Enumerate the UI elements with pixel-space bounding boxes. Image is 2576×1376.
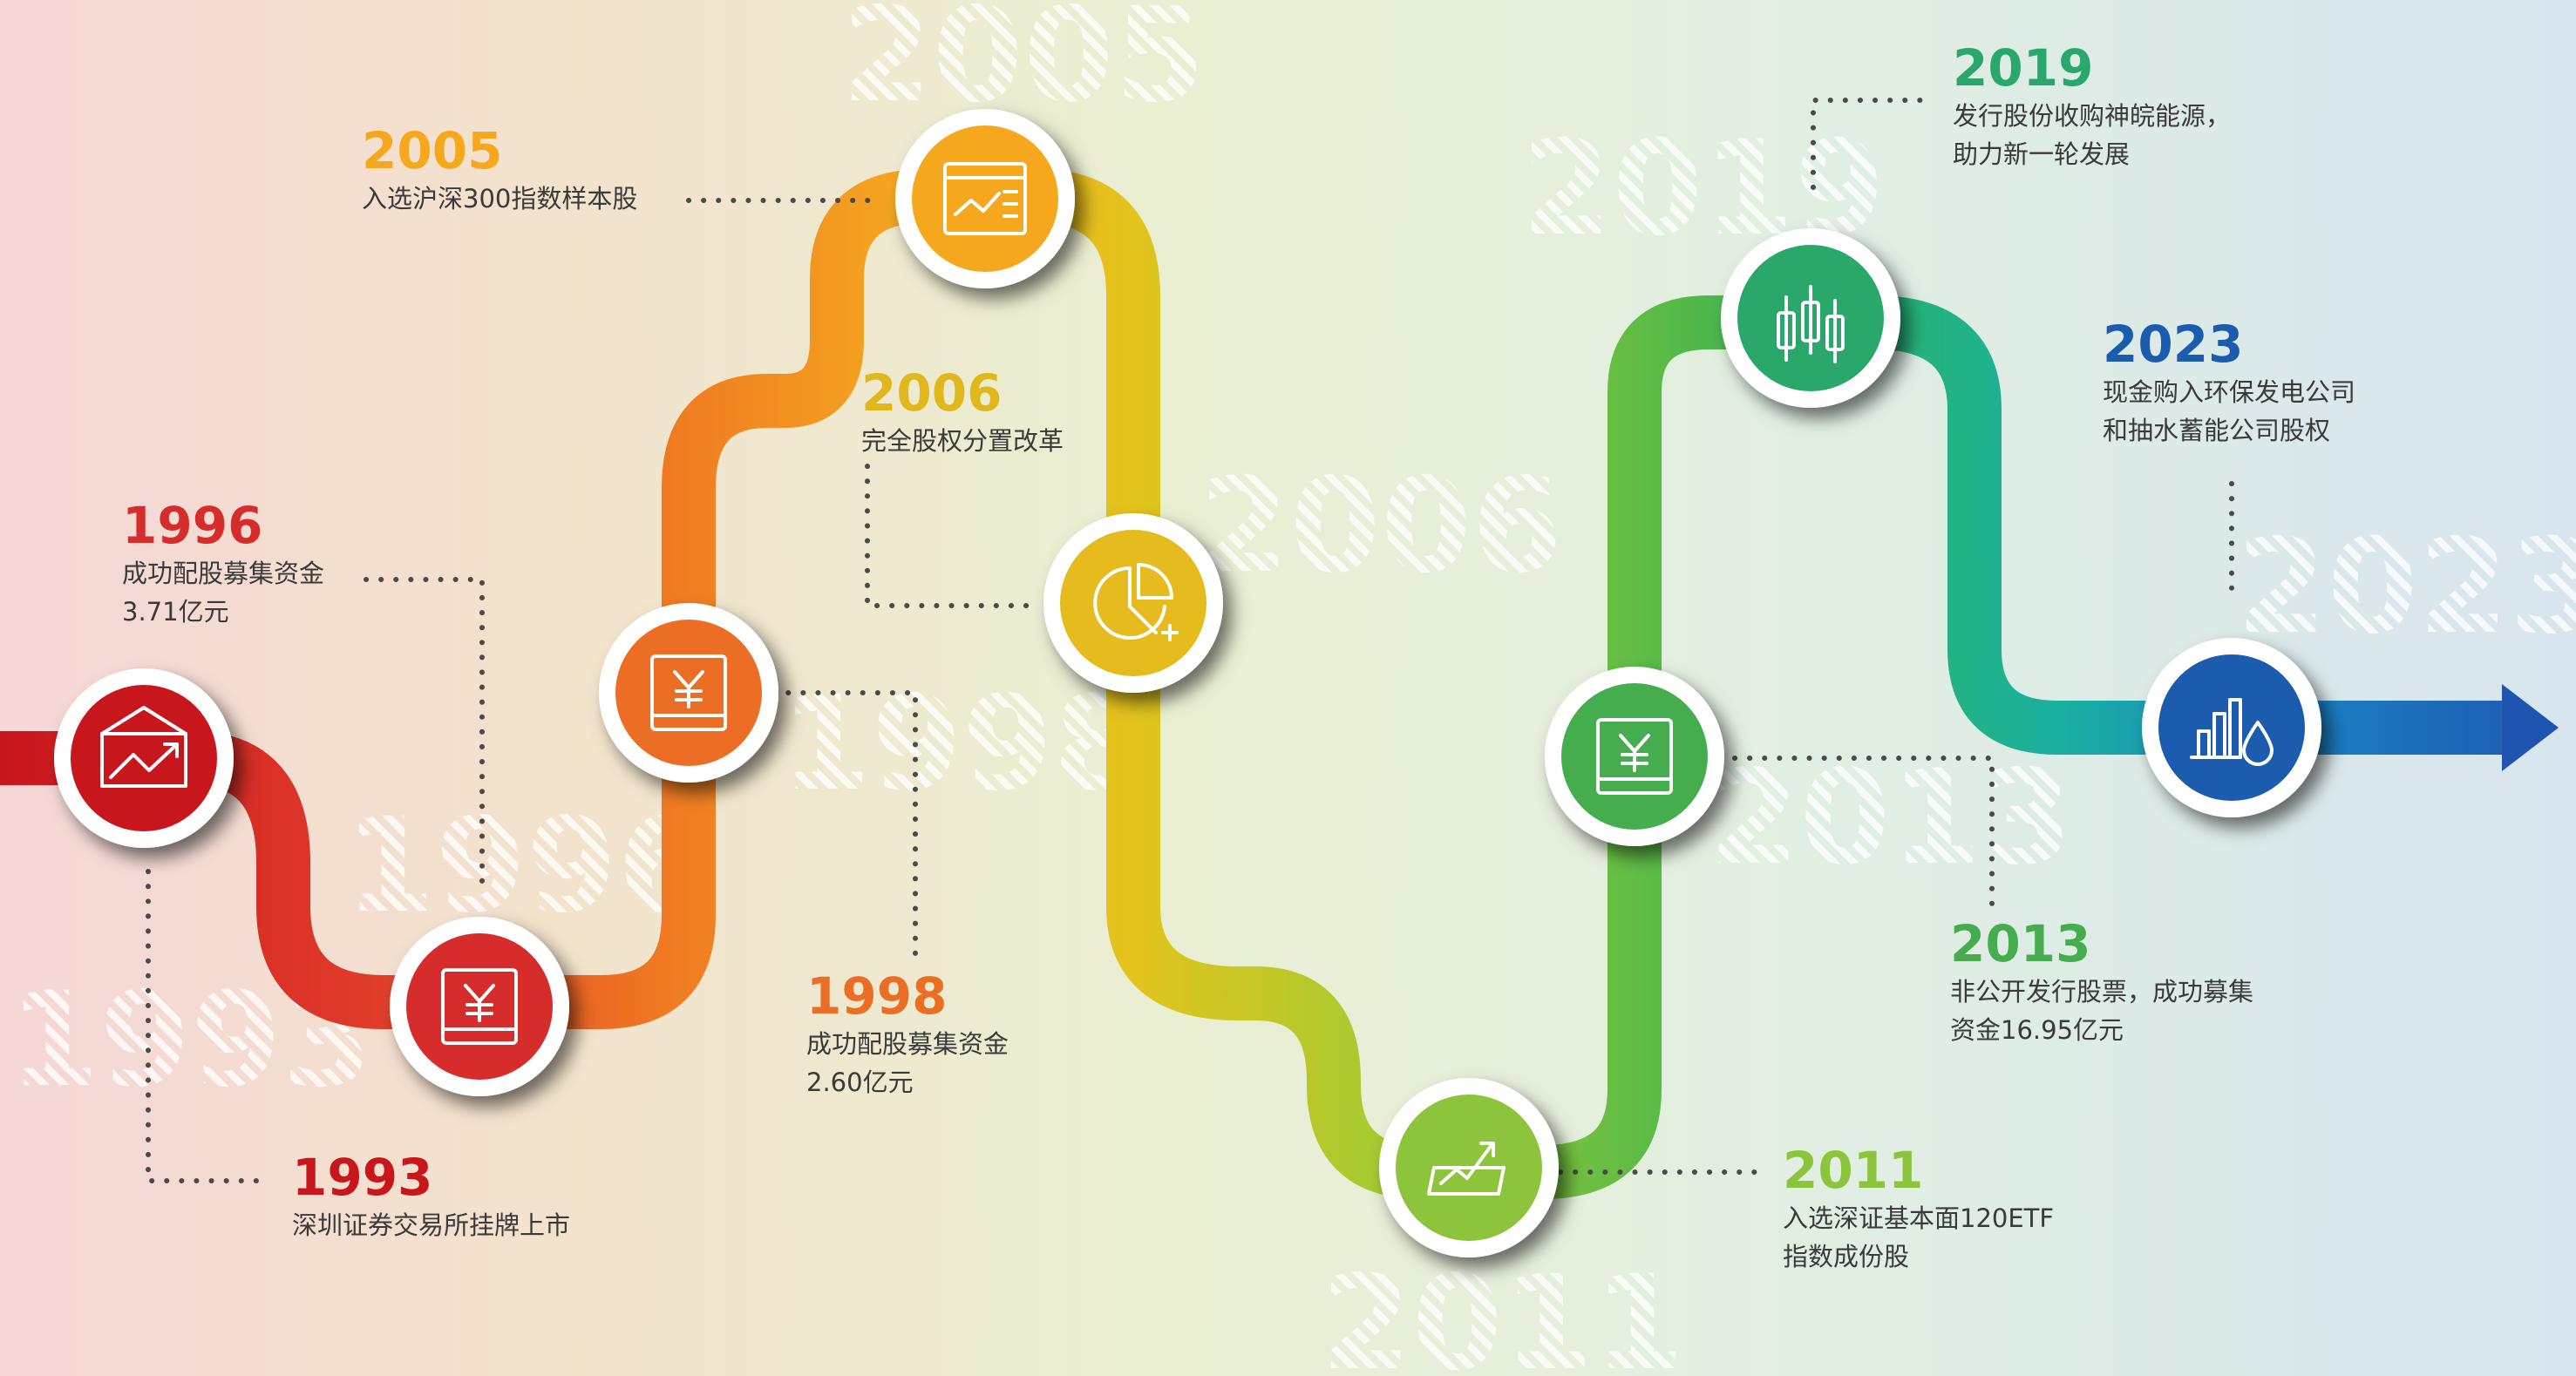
node-fill xyxy=(912,125,1058,272)
year-label: 2013 xyxy=(1950,914,2091,973)
watermark-year: 1998 xyxy=(780,668,1144,820)
milestone-2019: 2019 发行股份收购神皖能源， 助力新一轮发展 xyxy=(1953,39,2231,173)
trend-up-icon xyxy=(1427,1142,1505,1196)
node-1993 xyxy=(54,668,234,848)
milestone-2006: 2006 完全股权分置改革 xyxy=(861,364,1064,460)
description-line: 和抽水蓄能公司股权 xyxy=(2103,416,2331,445)
watermark-year: 1996 xyxy=(344,790,708,942)
leader-2006 xyxy=(865,464,1036,608)
year-label: 2019 xyxy=(1953,38,2094,98)
description-line: 非公开发行股票，成功募集 xyxy=(1950,977,2254,1007)
milestone-1993: 1993 深圳证券交易所挂牌上市 xyxy=(292,1149,570,1244)
node-2019 xyxy=(1721,228,1900,408)
yuan-card-icon xyxy=(650,654,727,731)
arrow-head xyxy=(2502,684,2559,771)
envelope-chart-icon xyxy=(100,706,187,788)
node-fill xyxy=(1060,530,1206,676)
yuan-card-icon xyxy=(1596,718,1673,795)
node-2013 xyxy=(1545,667,1724,846)
description-line: 深圳证券交易所挂牌上市 xyxy=(292,1210,571,1240)
description-line: 入选沪深300指数样本股 xyxy=(362,184,638,214)
description-line: 发行股份收购神皖能源， xyxy=(1953,101,2232,131)
node-fill xyxy=(71,685,217,831)
index-chart-icon xyxy=(943,162,1027,235)
node-1998 xyxy=(599,603,778,783)
watermark-year: 2011 xyxy=(1321,1248,1684,1376)
description-line: 成功配股募集资金 xyxy=(806,1029,1009,1059)
year-label: 2023 xyxy=(2103,315,2244,374)
description-line: 助力新一轮发展 xyxy=(1953,139,2131,169)
bars-drop-icon xyxy=(2190,698,2274,766)
year-label: 2005 xyxy=(362,121,503,180)
year-label: 1993 xyxy=(292,1148,433,1207)
description-line: 2.60亿元 xyxy=(806,1068,914,1097)
node-1996 xyxy=(390,917,569,1096)
leader-2019 xyxy=(1811,98,1925,190)
description-line: 完全股权分置改革 xyxy=(861,426,1064,456)
pie-plus-icon xyxy=(1093,563,1179,641)
watermark-year: 2023 xyxy=(2236,512,2576,663)
description-line: 3.71亿元 xyxy=(122,597,229,627)
description-line: 入选深证基本面120ETF xyxy=(1783,1203,2055,1233)
milestone-2011: 2011 入选深证基本面120ETF 指数成份股 xyxy=(1783,1142,2054,1276)
year-label: 2011 xyxy=(1783,1141,1924,1200)
node-2005 xyxy=(895,109,1075,288)
candlestick-icon xyxy=(1777,285,1845,363)
year-label: 1998 xyxy=(806,966,948,1026)
node-2011 xyxy=(1379,1078,1559,1257)
timeline-path xyxy=(0,169,2511,1199)
description-line: 指数成份股 xyxy=(1783,1242,1910,1271)
leader-2013 xyxy=(1732,756,1995,913)
leader-1993 xyxy=(146,869,264,1183)
milestone-1998: 1998 成功配股募集资金 2.60亿元 xyxy=(806,967,1009,1101)
watermark-year: 2013 xyxy=(1709,742,2072,894)
milestone-1996: 1996 成功配股募集资金 3.71亿元 xyxy=(122,497,324,631)
leader-lines xyxy=(146,98,2234,1183)
year-label: 2006 xyxy=(861,363,1003,423)
year-label: 1996 xyxy=(122,496,263,555)
yuan-card-icon xyxy=(441,968,518,1045)
node-2023 xyxy=(2142,638,2321,817)
watermark-year: 2006 xyxy=(1199,451,1562,602)
milestone-2005: 2005 入选沪深300指数样本股 xyxy=(362,122,637,218)
milestone-2023: 2023 现金购入环保发电公司 和抽水蓄能公司股权 xyxy=(2103,315,2355,450)
description-line: 资金16.95亿元 xyxy=(1950,1015,2124,1045)
description-line: 现金购入环保发电公司 xyxy=(2103,377,2356,407)
node-2006 xyxy=(1043,513,1223,693)
watermark-year: 2005 xyxy=(841,0,1205,132)
description-line: 成功配股募集资金 xyxy=(122,559,325,588)
milestone-2013: 2013 非公开发行股票，成功募集 资金16.95亿元 xyxy=(1950,915,2253,1049)
